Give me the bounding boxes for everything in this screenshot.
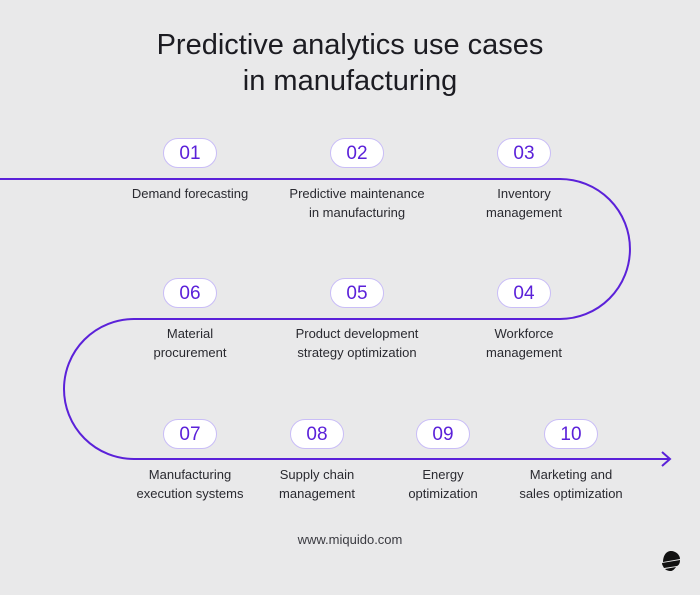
step-number-01: 01 xyxy=(163,138,217,168)
step-label-09: Energy optimization xyxy=(408,467,478,501)
step-number-03: 03 xyxy=(497,138,551,168)
step-label-07: Manufacturing execution systems xyxy=(136,467,244,501)
step-label-01: Demand forecasting xyxy=(131,186,249,201)
step-label-03: Inventory management xyxy=(486,186,562,220)
step-label-10: Marketing and sales optimization xyxy=(519,467,623,501)
step-number-08: 08 xyxy=(290,419,344,449)
step-number-09: 09 xyxy=(416,419,470,449)
step-number-04: 04 xyxy=(497,278,551,308)
step-number-07: 07 xyxy=(163,419,217,449)
step-label-04: Workforce management xyxy=(486,326,562,360)
step-number-10: 10 xyxy=(544,419,598,449)
title-line-1: Predictive analytics use cases xyxy=(156,29,544,61)
step-label-06: Material procurement xyxy=(153,326,227,360)
step-number-02: 02 xyxy=(330,138,384,168)
title-line-2: in manufacturing xyxy=(242,65,458,97)
page-title: Predictive analytics use cases in manufa… xyxy=(0,27,700,99)
step-label-02: Predictive maintenance in manufacturing xyxy=(289,186,425,220)
step-number-06: 06 xyxy=(163,278,217,308)
miquido-logo-icon xyxy=(662,551,680,571)
footer-url: www.miquido.com xyxy=(297,532,403,547)
step-label-05: Product development strategy optimizatio… xyxy=(295,326,419,360)
step-number-05: 05 xyxy=(330,278,384,308)
step-label-08: Supply chain management xyxy=(279,467,355,501)
